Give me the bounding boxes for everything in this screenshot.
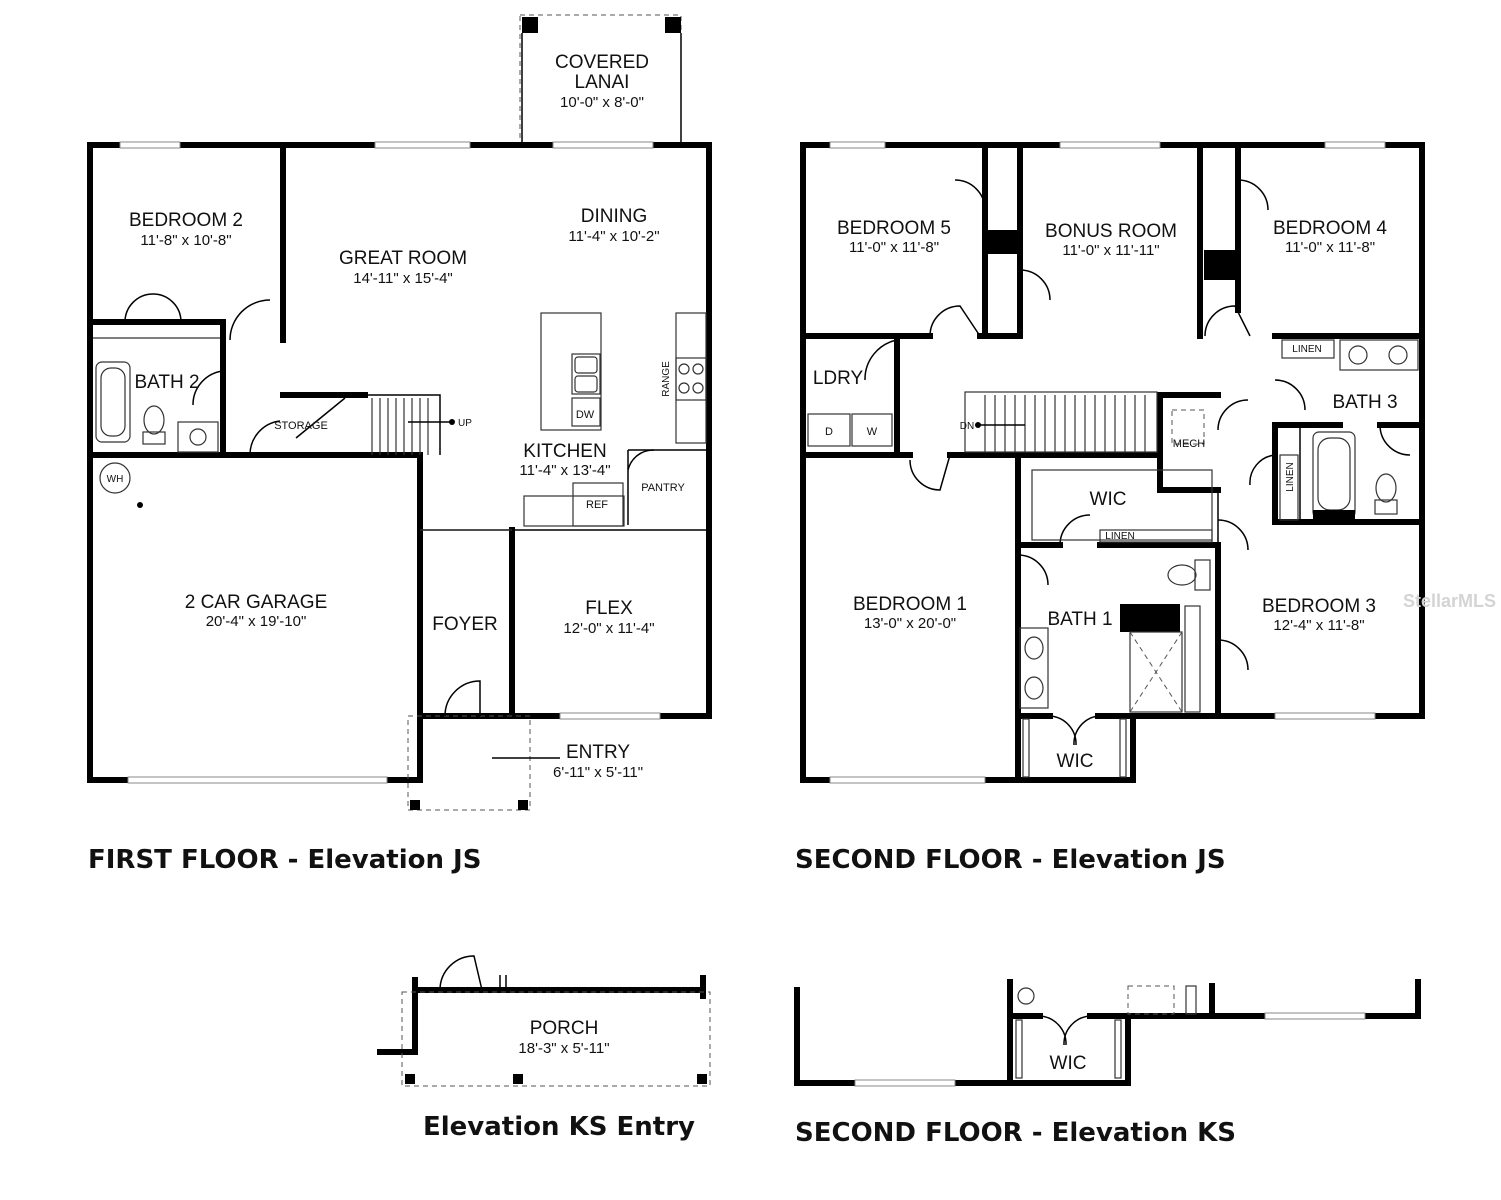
- bedroom5-dim: 11'-0" x 11'-8": [849, 239, 939, 256]
- entry-dim: 6'-11" x 5'-11": [553, 764, 643, 781]
- ks-entry-plan: [377, 955, 711, 1087]
- kitchen-name: KITCHEN: [523, 441, 606, 462]
- dining-name: DINING: [581, 206, 648, 227]
- porch-name: PORCH: [530, 1018, 599, 1039]
- great-room-name: GREAT ROOM: [339, 248, 467, 269]
- first-floor-stairs: [295, 394, 455, 455]
- second-floor-walls: [800, 142, 1425, 783]
- bath1-fixtures: [1019, 559, 1211, 778]
- water-heater-label: WH: [107, 474, 124, 485]
- bedroom1-name: BEDROOM 1: [853, 594, 967, 615]
- lanai-dim: 10'-0" x 8'-0": [560, 94, 644, 111]
- dining-dim: 11'-4" x 10'-2": [568, 228, 659, 245]
- bedroom2-name: BEDROOM 2: [129, 210, 243, 231]
- bonus-room-name: BONUS ROOM: [1045, 221, 1177, 242]
- ks-labels: PORCH 18'-3" x 5'-11" WIC: [518, 1018, 1086, 1074]
- linen-mid-label: LINEN: [1105, 531, 1134, 542]
- bath2-fixtures: [95, 361, 219, 453]
- flex-dim: 12'-0" x 11'-4": [563, 620, 654, 637]
- porch-dim: 18'-3" x 5'-11": [518, 1040, 609, 1057]
- kitchen-fixtures: [523, 312, 707, 527]
- ks-second-floor-caption: SECOND FLOOR - Elevation KS: [795, 1118, 1236, 1148]
- great-room-dim: 14'-11" x 15'-4": [353, 270, 453, 287]
- pantry-name: PANTRY: [641, 482, 685, 494]
- watermark: StellarMLS: [1403, 591, 1496, 611]
- bath1-name: BATH 1: [1047, 609, 1112, 630]
- first-floor-labels: COVERED LANAI 10'-0" x 8'-0" BEDROOM 2 1…: [107, 52, 686, 781]
- second-floor-stairs: [964, 391, 1158, 453]
- bath3-fixtures: [1279, 339, 1419, 521]
- bonus-room-dim: 11'-0" x 11'-11": [1062, 242, 1159, 259]
- second-floor-plan: [800, 141, 1425, 784]
- bedroom2-dim: 11'-8" x 10'-8": [140, 232, 231, 249]
- wic-upper-name: WIC: [1090, 489, 1127, 510]
- bath2-name: BATH 2: [134, 372, 199, 393]
- bedroom3-dim: 12'-4" x 11'-8": [1273, 617, 1364, 634]
- linen-top-label: LINEN: [1292, 344, 1321, 355]
- dishwasher-label: DW: [576, 409, 595, 421]
- ks-entry-caption: Elevation KS Entry: [423, 1112, 695, 1142]
- stairs-up-label: UP: [458, 418, 472, 429]
- entry-name: ENTRY: [566, 742, 630, 763]
- foyer-name: FOYER: [432, 614, 497, 635]
- first-floor-windows: [119, 141, 661, 784]
- garage-name: 2 CAR GARAGE: [185, 592, 328, 613]
- bedroom4-dim: 11'-0" x 11'-8": [1285, 239, 1375, 256]
- bedroom4-name: BEDROOM 4: [1273, 218, 1387, 239]
- lanai-name-1: COVERED: [555, 52, 649, 73]
- bedroom5-name: BEDROOM 5: [837, 218, 951, 239]
- bedroom1-dim: 13'-0" x 20'-0": [864, 615, 956, 632]
- second-floor-labels: BEDROOM 5 11'-0" x 11'-8" BONUS ROOM 11'…: [813, 218, 1398, 772]
- garage-dim: 20'-4" x 19'-10": [206, 613, 307, 630]
- bath3-name: BATH 3: [1332, 392, 1397, 413]
- bedroom3-name: BEDROOM 3: [1262, 596, 1376, 617]
- range-label: RANGE: [661, 361, 672, 397]
- linen-side-label: LINEN: [1285, 462, 1296, 491]
- wic-lower-name: WIC: [1057, 751, 1094, 772]
- entry-structure: [407, 680, 560, 811]
- kitchen-dim: 11'-4" x 13'-4": [519, 462, 610, 479]
- first-floor-caption: FIRST FLOOR - Elevation JS: [88, 845, 481, 875]
- first-floor-plan: [87, 14, 712, 811]
- second-floor-windows: [829, 141, 1386, 784]
- second-floor-caption: SECOND FLOOR - Elevation JS: [795, 845, 1226, 875]
- ks-second-floor-plan: [794, 979, 1421, 1087]
- washer-label: W: [867, 426, 878, 438]
- storage-name: STORAGE: [274, 420, 328, 432]
- dryer-label: D: [825, 426, 833, 438]
- lanai-name-2: LANAI: [575, 72, 630, 93]
- mech-name: MECH: [1173, 438, 1205, 450]
- ks-wic-name: WIC: [1050, 1053, 1087, 1074]
- refrigerator-label: REF: [586, 499, 608, 511]
- stairs-down-label: DN: [960, 421, 974, 432]
- laundry-name: LDRY: [813, 368, 864, 389]
- flex-name: FLEX: [585, 598, 633, 619]
